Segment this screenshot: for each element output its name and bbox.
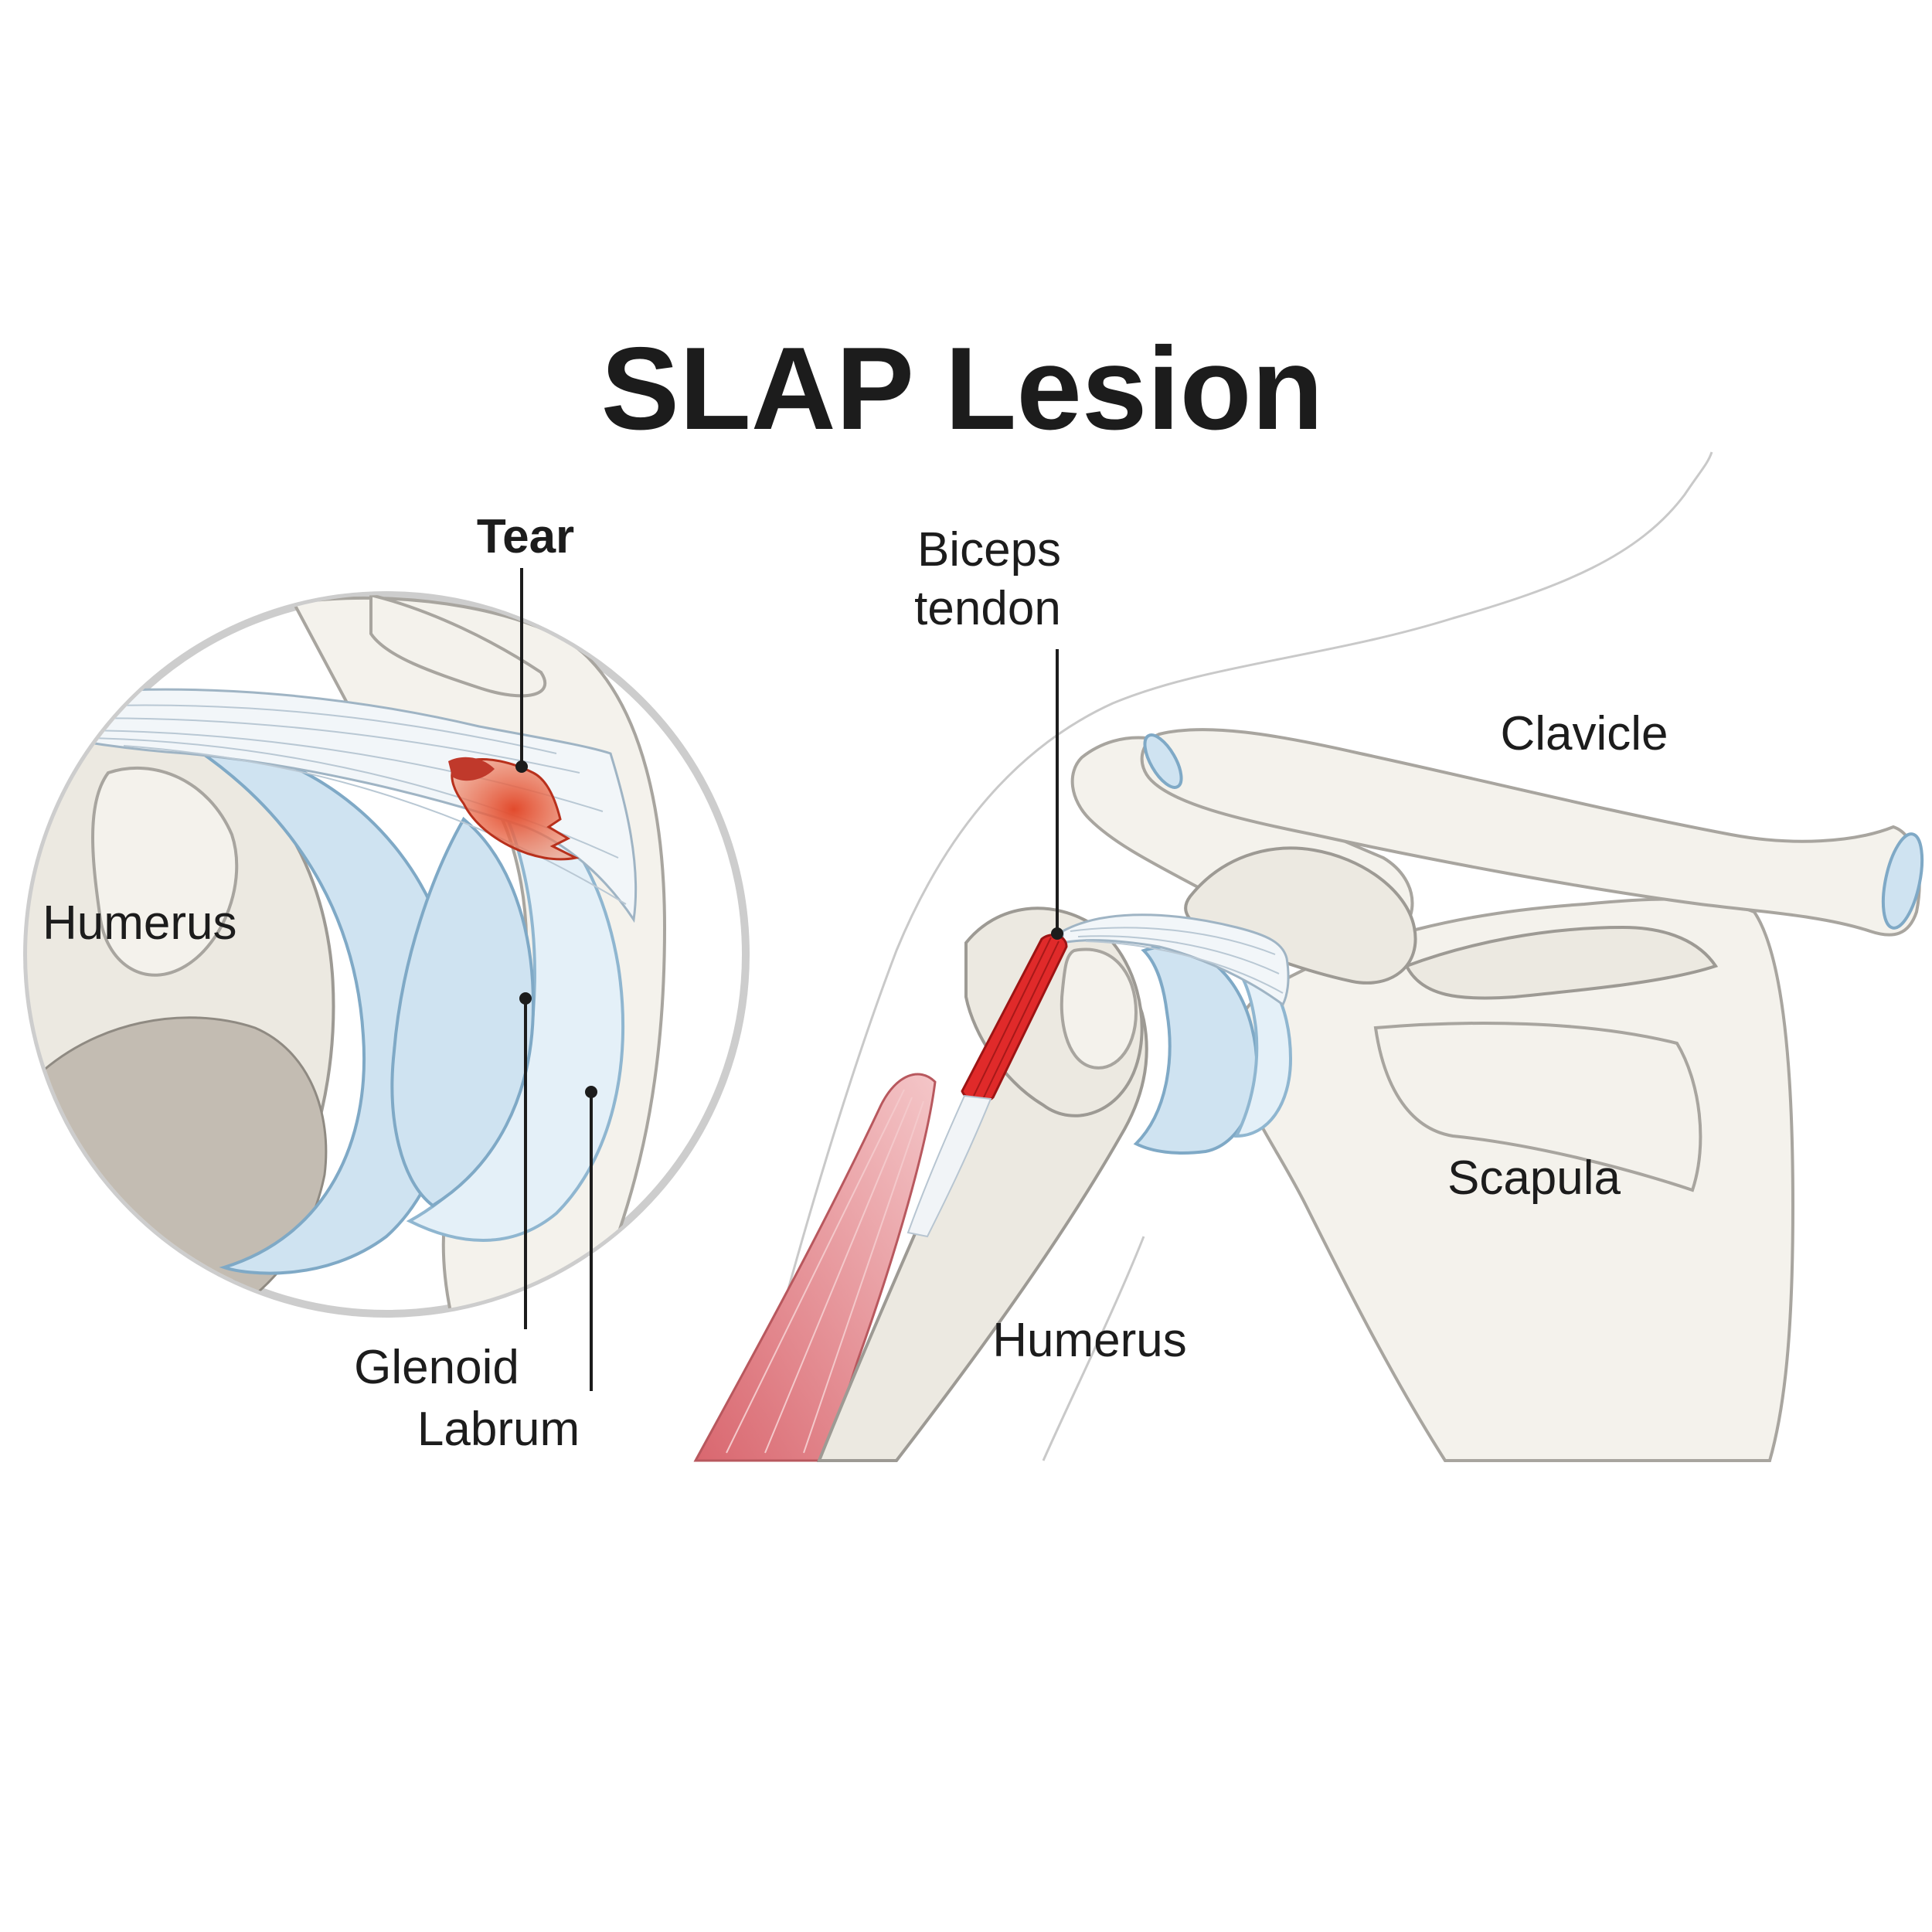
label-biceps-line1: Biceps: [917, 523, 1061, 577]
label-clavicle: Clavicle: [1500, 707, 1668, 760]
inset-glenoid-surface: [390, 816, 536, 1208]
leader-labrum-dot: [585, 1086, 597, 1098]
label-labrum: Labrum: [417, 1403, 580, 1456]
leader-glenoid-dot: [519, 992, 532, 1005]
clavicle: [1140, 728, 1921, 937]
label-glenoid: Glenoid: [354, 1341, 519, 1394]
main-shoulder-view: [693, 451, 1924, 1462]
arm-outline: [1042, 1236, 1145, 1461]
biceps-anchor-fibers: [1070, 927, 1284, 994]
inset-biceps-anchor: [45, 688, 638, 923]
label-scapula: Scapula: [1447, 1151, 1621, 1205]
inset-magnified-view: [23, 591, 750, 1318]
body-outline: [740, 451, 1713, 1461]
scapula-ridge: [1373, 1022, 1702, 1192]
leader-biceps-dot: [1051, 927, 1063, 940]
clavicle-end: [1881, 832, 1924, 930]
inset-glenoid-cup: [180, 740, 461, 1275]
humerus-head-highlight: [1060, 947, 1138, 1070]
tear-flap: [448, 757, 495, 781]
inset-humerus-tubercle: [91, 766, 239, 977]
biceps-anchor-main: [1061, 913, 1290, 1007]
leader-tear-dot: [515, 760, 528, 773]
inset-coracoid: [369, 595, 547, 698]
label-biceps-line2: tendon: [914, 582, 1061, 635]
clavicle-acromial-end: [1143, 733, 1183, 789]
glenoid-main: [1133, 945, 1259, 1155]
diagram-title: SLAP Lesion: [601, 323, 1324, 454]
biceps-fibers: [726, 1089, 924, 1454]
label-humerus-inset: Humerus: [43, 896, 237, 950]
biceps-tendon-lines: [973, 937, 1060, 1100]
label-tear: Tear: [477, 510, 574, 563]
scapula-spine: [1404, 925, 1719, 1000]
inset-labrum: [406, 761, 625, 1242]
label-humerus-main: Humerus: [992, 1314, 1187, 1367]
biceps-tendon-long-head: [906, 1094, 992, 1238]
